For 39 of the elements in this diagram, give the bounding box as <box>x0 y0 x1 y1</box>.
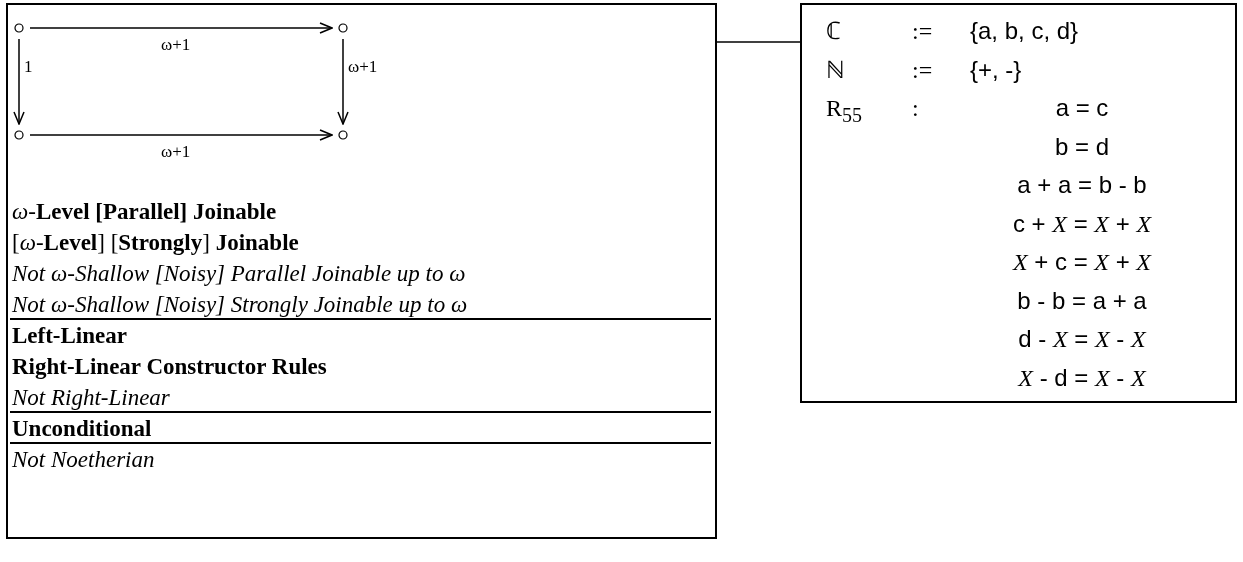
equation: d - X = X - X <box>1018 327 1146 351</box>
definition-operator: : <box>912 96 919 120</box>
arrow <box>29 129 333 141</box>
property-note: Not ω-Shallow [Noisy] Parallel Joinable up to ω <box>12 262 466 285</box>
node-circle <box>338 130 348 140</box>
property-heading: [ω-Level] [Strongly] Joinable <box>12 231 299 254</box>
definition-operator: := <box>912 19 933 43</box>
arrow <box>29 22 333 34</box>
property-heading: ω-Level [Parallel] Joinable <box>12 200 277 223</box>
edge-label: ω+1 <box>161 36 191 53</box>
property-heading: Unconditional <box>12 417 152 440</box>
set-definition: {+, -} <box>970 57 1022 82</box>
equation: b - b = a + a <box>1017 288 1147 313</box>
property-heading: Left-Linear <box>12 324 127 347</box>
property-note: Not Right-Linear <box>12 386 170 409</box>
symbol: ℂ <box>826 19 841 43</box>
set-definition: {a, b, c, d} <box>970 19 1079 43</box>
edge-label: 1 <box>24 57 33 75</box>
arrow <box>337 38 349 125</box>
definition-box <box>800 3 1237 403</box>
equation: b = d <box>1055 134 1109 159</box>
equation: X - d = X - X <box>1018 365 1146 390</box>
symbol: ℕ <box>826 57 845 82</box>
node-circle <box>338 23 348 33</box>
connector-line <box>716 41 801 43</box>
equation: c + X = X + X <box>1012 211 1152 236</box>
node-circle <box>14 130 24 140</box>
edge-label: ω+1 <box>348 57 378 75</box>
symbol: R$_{55}$ <box>826 96 862 125</box>
definition-operator: := <box>912 57 933 82</box>
edge-label: ω+1 <box>161 143 191 160</box>
property-note: Not ω-Shallow [Noisy] Strongly Joinable up to ω <box>12 293 468 316</box>
property-heading: Right-Linear Constructor Rules <box>12 355 327 378</box>
equation: a = c <box>1055 96 1109 120</box>
equation: X + c = X + X <box>1012 250 1152 274</box>
property-note: Not Noetherian <box>12 448 155 471</box>
node-circle <box>14 23 24 33</box>
equation: a + a = b - b <box>1017 173 1147 197</box>
arrow <box>13 38 25 125</box>
